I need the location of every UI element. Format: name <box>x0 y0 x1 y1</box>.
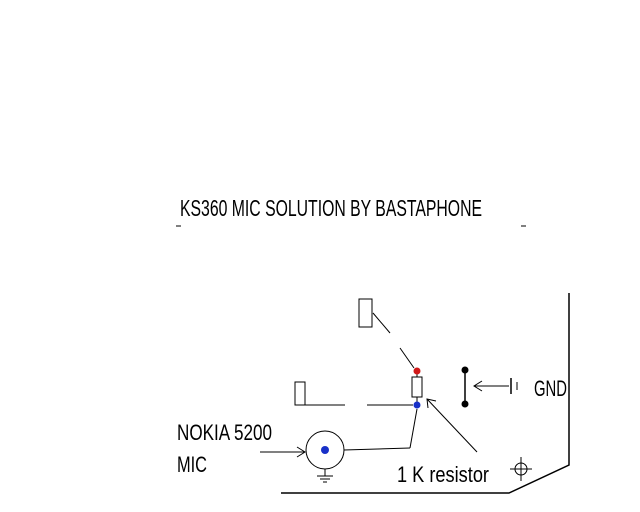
resistor-label: 1 K resistor <box>397 462 489 487</box>
resistor-arrow <box>426 398 478 453</box>
top-wire-lower <box>399 347 415 369</box>
battery-icon <box>510 378 518 394</box>
top-pad <box>358 298 373 328</box>
microphone <box>305 430 345 483</box>
left-pad <box>294 381 306 406</box>
ground-icon <box>317 475 333 483</box>
resistor-body <box>411 376 423 398</box>
crosshair-icon <box>510 457 532 481</box>
board-outline <box>281 293 570 494</box>
top-wire-upper <box>372 312 391 334</box>
gnd-jumper <box>461 366 469 408</box>
resistor-top-point <box>413 367 421 375</box>
mic-arrow <box>260 446 306 458</box>
mic-wire-vertical <box>409 408 418 449</box>
resistor-bottom-point <box>413 401 421 409</box>
mic-wire-horizontal <box>343 447 411 451</box>
gnd-arrow <box>473 380 509 392</box>
diagram-title: KS360 MIC SOLUTION BY BASTAPHONE <box>180 195 482 221</box>
mic-label-line1: NOKIA 5200 <box>177 420 272 445</box>
mic-label-line2: MIC <box>177 452 207 477</box>
gnd-label: GND <box>534 376 567 401</box>
